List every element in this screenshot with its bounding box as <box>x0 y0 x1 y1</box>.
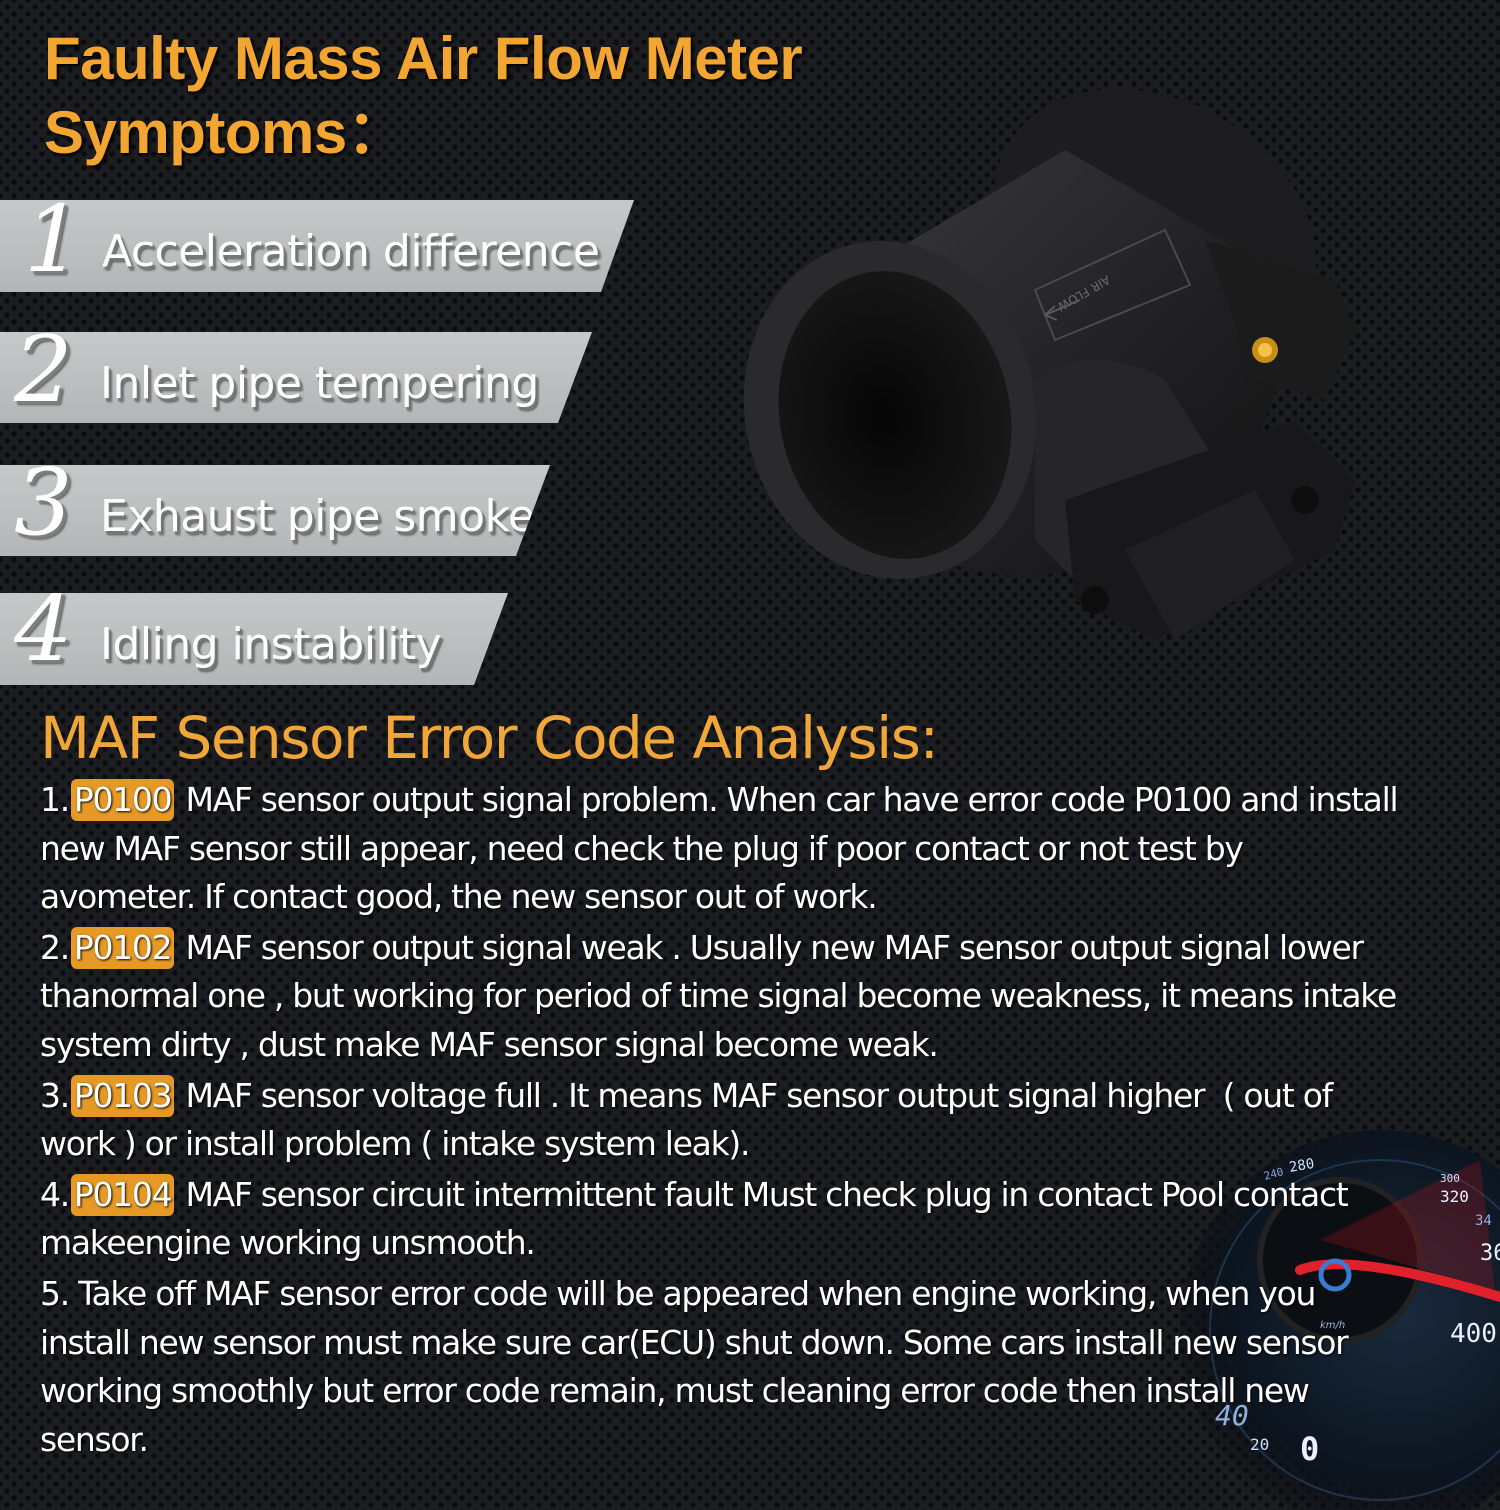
error-code-list: 1.P0100 MAF sensor output signal problem… <box>40 776 1400 1466</box>
symptom-label: Acceleration difference <box>102 226 600 277</box>
symptom-banner-2: 2 Inlet pipe tempering <box>0 332 592 423</box>
svg-text:240: 240 <box>1262 1165 1285 1183</box>
item-prefix: 2. <box>40 927 70 967</box>
svg-text:400: 400 <box>1450 1319 1497 1349</box>
svg-text:0: 0 <box>1300 1430 1319 1468</box>
item-text: MAF sensor circuit intermittent fault Mu… <box>40 1174 1349 1263</box>
error-code-section-title: MAF Sensor Error Code Analysis: <box>40 704 939 772</box>
svg-text:34: 34 <box>1475 1213 1492 1229</box>
symptom-banner-1: 1 Acceleration difference <box>0 200 634 292</box>
title-line-1: Faulty Mass Air Flow Meter <box>44 25 803 92</box>
page-title: Faulty Mass Air Flow Meter Symptoms： <box>44 22 803 170</box>
symptom-label: Inlet pipe tempering <box>100 358 539 409</box>
error-code-item-2: 2.P0102 MAF sensor output signal weak . … <box>40 924 1400 1070</box>
item-text: MAF sensor voltage full . It means MAF s… <box>40 1075 1333 1164</box>
symptom-banner-3: 3 Exhaust pipe smoke <box>0 465 550 556</box>
item-text: MAF sensor output signal problem. When c… <box>40 780 1399 917</box>
title-line-2: Symptoms： <box>44 99 407 166</box>
error-code-badge: P0102 <box>70 926 175 969</box>
item-text: Take off MAF sensor error code will be a… <box>40 1273 1349 1459</box>
error-code-badge: P0104 <box>70 1173 175 1216</box>
item-prefix: 1. <box>40 780 70 819</box>
maf-sensor-image: AIR FLOW <box>743 88 1355 640</box>
svg-text:280: 280 <box>1288 1156 1316 1176</box>
error-code-item-1: 1.P0100 MAF sensor output signal problem… <box>40 776 1400 922</box>
error-code-item-4: 4.P0104 MAF sensor circuit intermittent … <box>40 1171 1400 1268</box>
symptom-number: 4 <box>14 575 73 682</box>
svg-text:36: 36 <box>1480 1241 1500 1266</box>
svg-text:300: 300 <box>1440 1172 1460 1185</box>
symptom-banner-4: 4 Idling instability <box>0 593 508 685</box>
error-code-item-3: 3.P0103 MAF sensor voltage full . It mea… <box>40 1072 1400 1169</box>
error-code-badge: P0103 <box>70 1074 175 1117</box>
symptom-number: 2 <box>14 316 73 423</box>
error-code-badge: P0100 <box>70 779 175 821</box>
symptom-number: 1 <box>24 186 83 293</box>
item-prefix: 5. <box>40 1273 70 1313</box>
item-text: MAF sensor output signal weak . Usually … <box>40 927 1397 1064</box>
symptom-label: Exhaust pipe smoke <box>100 491 535 542</box>
item-prefix: 3. <box>40 1075 70 1115</box>
svg-text:40: 40 <box>1215 1399 1249 1432</box>
symptom-number: 3 <box>14 449 73 556</box>
error-code-item-5: 5. Take off MAF sensor error code will b… <box>40 1270 1400 1464</box>
symptom-label: Idling instability <box>100 619 442 670</box>
item-prefix: 4. <box>40 1174 70 1214</box>
svg-text:320: 320 <box>1440 1187 1469 1206</box>
svg-text:20: 20 <box>1250 1435 1269 1454</box>
speedometer-icon: 240 280 300 320 34 36 400 km/h 40 20 0 <box>1180 1130 1500 1510</box>
svg-text:km/h: km/h <box>1320 1320 1345 1331</box>
